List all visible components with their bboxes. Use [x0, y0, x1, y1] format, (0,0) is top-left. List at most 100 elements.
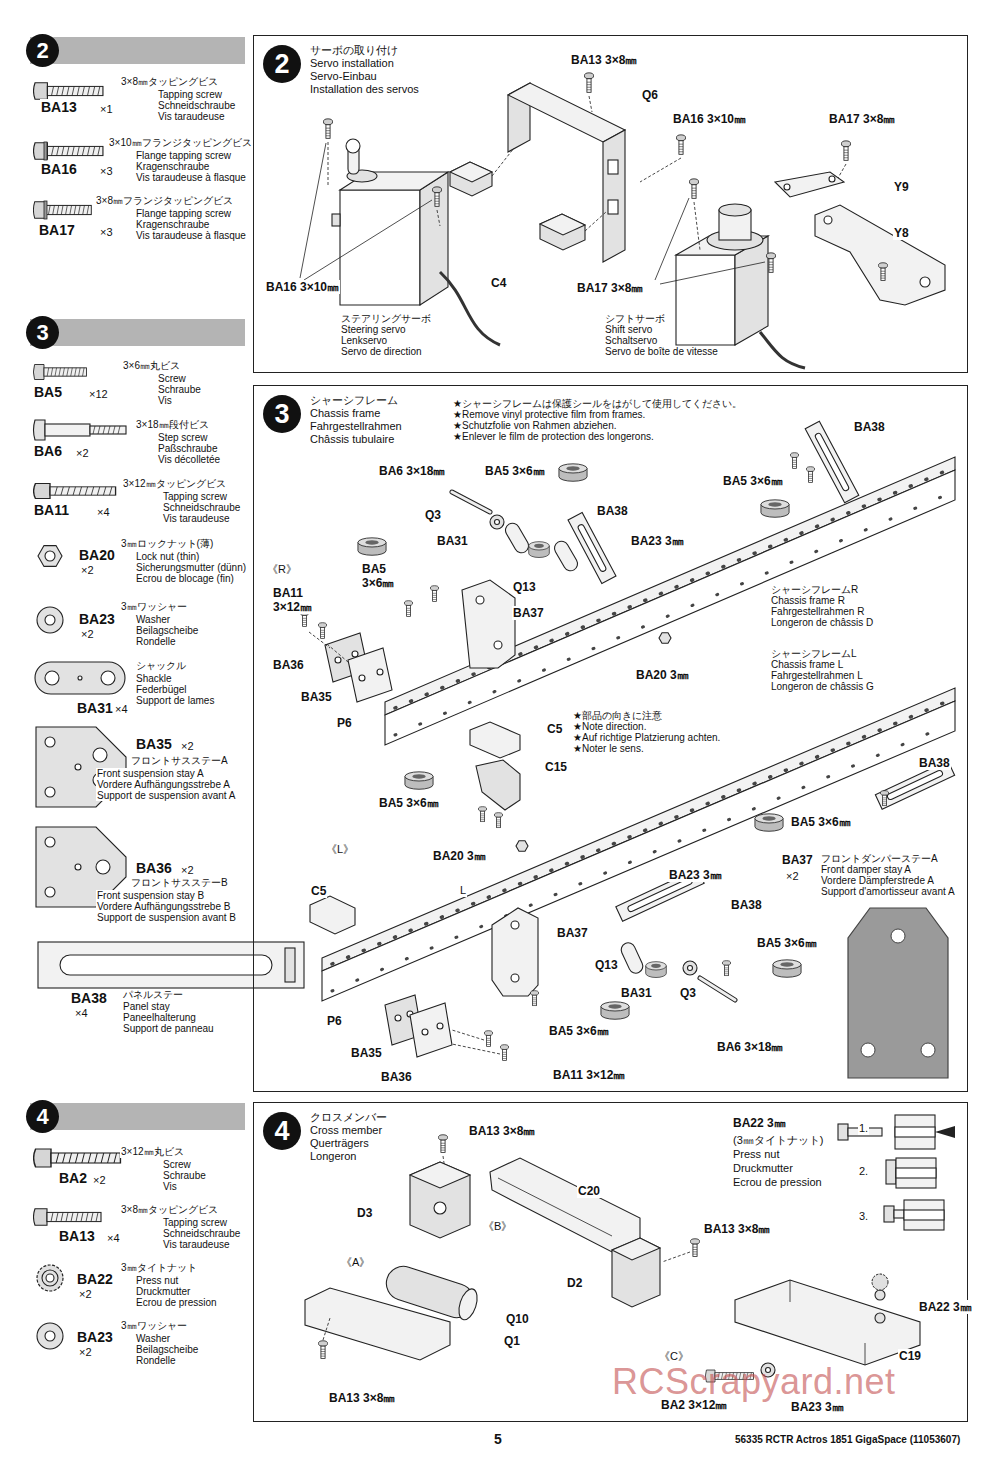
- note-text: Schraube: [162, 1170, 207, 1181]
- note-text: 3×6㎜丸ビス: [122, 360, 181, 372]
- part-label: BA2: [58, 1170, 88, 1187]
- step-title-line: シャーシフレーム: [310, 394, 402, 407]
- note-text: Support de suspension avant B: [96, 912, 237, 923]
- note-text: シャーシフレームR: [770, 584, 859, 595]
- note-text: 《R》: [266, 563, 298, 576]
- note-text: Screw: [162, 1159, 192, 1170]
- part-label: BA13 3×8㎜: [703, 1222, 771, 1236]
- note-text: ×2: [80, 564, 95, 577]
- label-block: ScrewSchraubeVis: [162, 1159, 207, 1192]
- label-block: 《A》: [340, 1256, 371, 1269]
- label-block: BA35: [135, 736, 173, 753]
- note-text: Longeron de châssis D: [770, 617, 874, 628]
- label-block: Tapping screwSchneidschraubeVis taraudeu…: [162, 491, 241, 524]
- note-text: フロントダンパーステーA: [820, 853, 962, 864]
- part-label: BA35: [350, 1046, 383, 1060]
- part-label: BA11 3×12㎜: [272, 586, 326, 614]
- step-title-line: Servo-Einbau: [310, 70, 419, 83]
- label-block: BA38: [918, 756, 951, 770]
- note-text: Tapping screw: [162, 1217, 228, 1228]
- part-label: BA37: [512, 606, 545, 620]
- label-block: ×2: [92, 1174, 107, 1187]
- part-label: C5: [546, 722, 563, 736]
- part-label: BA5 3×6㎜: [548, 1024, 610, 1038]
- note-text: Press nut: [732, 1147, 780, 1161]
- step-title-line: Longeron: [310, 1150, 387, 1163]
- label-block: 3㎜ワッシャー: [120, 601, 188, 613]
- label-block: BA5 3×6㎜: [790, 815, 852, 829]
- note-text: 3×8㎜フランジタッピングビス: [95, 195, 234, 207]
- note-text: Shift servo: [604, 324, 653, 335]
- note-text: Press nut: [135, 1275, 179, 1286]
- note-text: Vis: [162, 1181, 178, 1192]
- note-text: ★シャーシフレームは保護シールをはがして使用してください。: [452, 398, 743, 409]
- label-block: Tapping screwSchneidschraubeVis taraudeu…: [162, 1217, 241, 1250]
- step-header-band: 3: [30, 319, 245, 346]
- note-text: 3×8㎜タッピングビス: [120, 76, 219, 88]
- label-block: BA5 3×6㎜: [361, 562, 405, 590]
- label-block: BA11 3×12㎜: [272, 586, 326, 614]
- label-block: ×4: [114, 703, 129, 716]
- part-label: BA13 3×8㎜: [328, 1391, 396, 1405]
- label-block: ×4: [74, 1007, 89, 1020]
- note-text: ステアリングサーボ: [340, 313, 432, 324]
- label-block: BA5 3×6㎜: [484, 464, 546, 478]
- note-text: ×2: [75, 447, 90, 460]
- label-block: BA23: [76, 1329, 114, 1346]
- step-header-band: 2: [30, 37, 245, 64]
- label-block: BA38: [853, 420, 886, 434]
- note-text: ×2: [80, 628, 95, 641]
- label-block: BA13 3×8㎜: [468, 1124, 536, 1138]
- part-label: C4: [490, 276, 507, 290]
- part-label: BA23: [78, 611, 116, 628]
- part-label: D2: [566, 1276, 583, 1290]
- note-text: Ecrou de pression: [732, 1175, 823, 1189]
- note-text: Beilagscheibe: [135, 625, 199, 636]
- note-text: Vordere Aufhängungsstrebe B: [96, 901, 231, 912]
- label-block: 3×8㎜タッピングビス: [120, 1204, 219, 1216]
- label-block: ×4: [96, 506, 111, 519]
- note-text: フロントサスステーB: [130, 877, 229, 889]
- note-text: ×2: [785, 870, 800, 883]
- note-text: パネルステー: [122, 989, 184, 1001]
- note-text: Rondelle: [135, 1355, 176, 1366]
- note-text: 1.: [858, 1122, 869, 1135]
- note-text: ×4: [74, 1007, 89, 1020]
- part-label: BA17 3×8㎜: [576, 281, 644, 295]
- part-label: BA5 3×6㎜: [790, 815, 852, 829]
- note-text: Vis taraudeuse à flasque: [135, 172, 247, 183]
- part-label: BA5 3×6㎜: [361, 562, 405, 590]
- note-text: シャーシフレームL: [770, 648, 858, 659]
- label-block: 《B》: [482, 1220, 513, 1233]
- part-label: C15: [544, 760, 568, 774]
- note-text: Ecrou de pression: [135, 1297, 218, 1308]
- part-label: BA20: [78, 547, 116, 564]
- step-title: シャーシフレームChassis frameFahrgestellrahmenCh…: [310, 394, 402, 446]
- part-label: BA2 3×12㎜: [660, 1398, 728, 1412]
- note-text: ×4: [114, 703, 129, 716]
- label-block: BA36: [272, 658, 305, 672]
- part-label: BA17 3×8㎜: [828, 112, 896, 126]
- label-block: Front suspension stay AVordere Aufhängun…: [96, 768, 236, 801]
- label-block: ×2: [78, 1346, 93, 1359]
- label-block: ×2: [78, 1288, 93, 1301]
- part-label: Q13: [594, 958, 619, 972]
- note-text: Schaltservo: [604, 335, 658, 346]
- note-text: 3×8㎜タッピングビス: [120, 1204, 219, 1216]
- label-block: WasherBeilagscheibeRondelle: [135, 614, 199, 647]
- label-block: BA35: [300, 690, 333, 704]
- note-text: Support de lames: [135, 695, 215, 706]
- note-text: Step screw: [157, 432, 208, 443]
- note-text: Fahrgestellrahmen R: [770, 606, 865, 617]
- label-block: BA16 3×10㎜: [265, 280, 340, 294]
- note-text: Schneidschraube: [157, 100, 236, 111]
- note-text: Vis: [157, 395, 173, 406]
- part-label: Y9: [893, 180, 910, 194]
- part-label: BA5 3×6㎜: [756, 936, 818, 950]
- part-label: BA20 3㎜: [432, 849, 487, 863]
- part-label: P6: [336, 716, 353, 730]
- step-number: 2: [263, 45, 301, 83]
- label-block: ×4: [106, 1232, 121, 1245]
- label-block: Step screwPaßschraubeVis décolletée: [157, 432, 221, 465]
